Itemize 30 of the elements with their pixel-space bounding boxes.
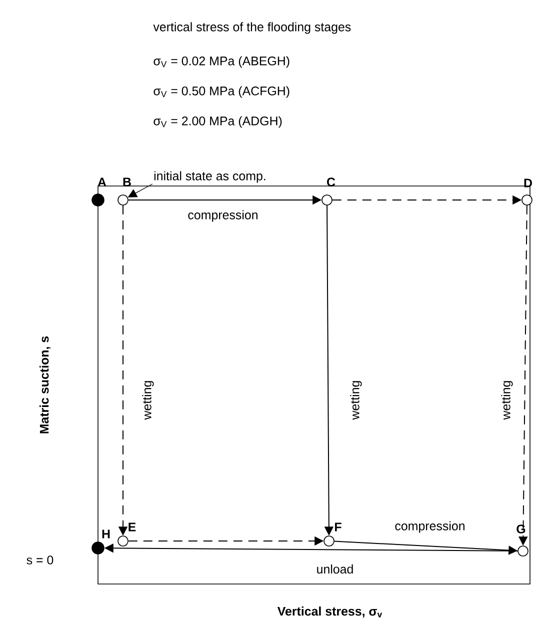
edge-label: wetting — [501, 381, 513, 420]
state-point: A — [92, 178, 106, 206]
state-point: E — [118, 522, 136, 546]
node-label: D — [524, 178, 532, 188]
state-point: C — [322, 178, 336, 206]
node-label: F — [335, 522, 342, 532]
node-label: G — [516, 524, 526, 534]
axis-label: Vertical stress, σ$_{v}$ — [277, 606, 382, 618]
node-label: C — [327, 178, 336, 186]
state-point: F — [324, 522, 342, 546]
axis-label: σ$_{V}$ = 2.00 MPa (ADGH) — [154, 116, 282, 128]
state-point: D — [522, 178, 532, 206]
edge-label: unload — [317, 564, 353, 574]
node-label: E — [128, 522, 136, 532]
edge-label: wetting — [350, 381, 362, 420]
node-label: B — [123, 178, 131, 186]
axis-label: s = 0 — [26, 556, 54, 564]
state-point: G — [516, 524, 528, 556]
edge-label: wetting — [142, 381, 154, 420]
edge-label: compression — [188, 210, 258, 222]
axis-label: σ$_{V}$ = 0.50 MPa (ACFGH) — [154, 86, 290, 98]
axis-label: σ$_{V}$ = 0.02 MPa (ABEGH) — [154, 56, 290, 68]
node-label: A — [98, 178, 106, 186]
axis-label: vertical stress of the flooding stages — [153, 22, 351, 34]
node-label: H — [102, 530, 110, 538]
state-point: B — [118, 178, 131, 206]
callout-text: initial state as comp. — [154, 171, 266, 183]
axis-label: Matric suction, s — [40, 336, 50, 434]
edge-label: compression — [395, 521, 464, 533]
state-point: H — [92, 530, 110, 554]
